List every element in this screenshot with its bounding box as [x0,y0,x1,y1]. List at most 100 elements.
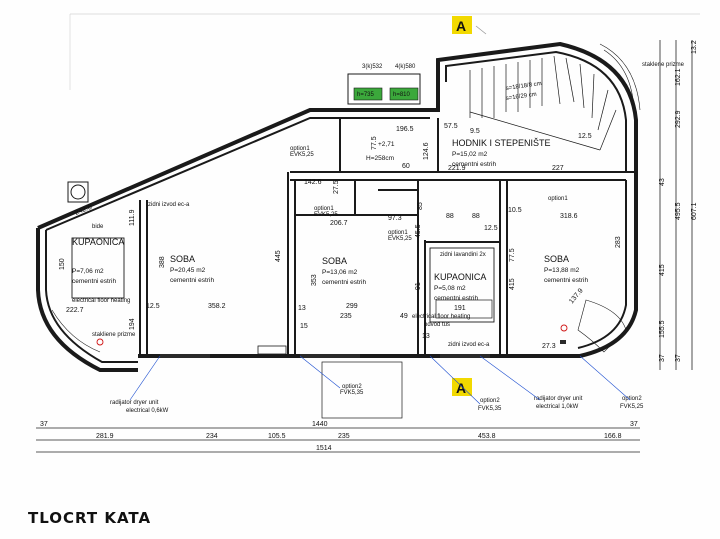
bath-fixtures [67,181,495,323]
svg-text:88: 88 [472,213,480,220]
radiator-strips [160,340,566,358]
drawing-title: TLOCRT KATA [28,509,152,527]
room-soba-1: SOBA P=20,45 m2 cementni estrih [170,254,214,284]
svg-text:415: 415 [659,264,666,276]
svg-text:150: 150 [59,258,66,270]
paper-frame [69,13,700,90]
note-izvod-2: zidni izvod ec-a [448,342,490,348]
section-marker-top: A [452,16,487,35]
svg-text:37: 37 [630,421,638,428]
svg-text:57.5: 57.5 [444,123,458,130]
note-radiator-1b: electrical 0,6kW [126,408,169,414]
bottom-dimension-chain: 37 1440 37 281.9 234 105.5 235 453.8 166… [36,421,640,453]
svg-text:162.1: 162.1 [675,68,682,86]
svg-text:cementni estrih: cementni estrih [322,279,366,286]
svg-text:37: 37 [40,421,48,428]
svg-text:88: 88 [446,213,454,220]
svg-text:445: 445 [275,250,282,262]
svg-text:A: A [456,380,466,396]
svg-text:43: 43 [659,178,666,186]
staircase-treads [469,55,617,151]
svg-text:358.2: 358.2 [208,303,226,310]
svg-text:KUPAONICA: KUPAONICA [72,237,124,247]
svg-text:191: 191 [454,305,466,312]
svg-text:9.5: 9.5 [470,128,480,135]
svg-text:FVK5,25: FVK5,25 [620,404,644,410]
svg-text:P=15,02 m2: P=15,02 m2 [452,151,488,158]
svg-text:60: 60 [402,163,410,170]
svg-text:EVK5,25: EVK5,25 [314,212,338,218]
svg-text:+2,71: +2,71 [378,141,395,148]
svg-text:235: 235 [338,433,350,440]
svg-text:SOBA: SOBA [322,256,347,266]
note-izvod-1: zidni izvod ec-a [148,202,190,208]
svg-text:221.9: 221.9 [448,165,466,172]
svg-text:281.9: 281.9 [96,433,114,440]
svg-text:105.5: 105.5 [268,433,286,440]
svg-text:option1: option1 [314,206,334,212]
red-markers [96,324,568,346]
svg-text:cementni estrih: cementni estrih [452,161,496,168]
note-heating-2: electrical floor heating [412,314,470,320]
svg-text:196.5: 196.5 [396,126,414,133]
glass-prisms [51,43,641,353]
stair-label-1: s=18/18/8 cm [505,81,542,92]
room-soba-2: SOBA P=13,06 m2 cementni estrih [322,256,366,286]
svg-text:A: A [456,18,466,34]
svg-text:H=258cm: H=258cm [366,155,394,162]
terrace-outline [321,361,403,419]
svg-text:27.3: 27.3 [542,343,556,350]
svg-text:P=7,06 m2: P=7,06 m2 [72,268,104,275]
svg-text:HODNIK I STEPENIŠTE: HODNIK I STEPENIŠTE [452,138,551,148]
leader-lines [129,355,631,405]
svg-text:234: 234 [206,433,218,440]
svg-text:FVK5,35: FVK5,35 [478,406,502,412]
svg-text:607.1: 607.1 [691,202,698,220]
svg-text:12.5: 12.5 [146,303,160,310]
svg-text:292.9: 292.9 [675,110,682,128]
svg-text:222.7: 222.7 [66,307,84,314]
svg-text:206.7: 206.7 [330,220,348,227]
note-radiator-1: radijator dryer unit [110,400,159,406]
outer-walls [36,41,638,372]
top-box-b: 4(k)580 [395,64,416,70]
svg-text:option1: option1 [388,230,408,236]
note-stakl-2: staklene prizme [642,62,685,68]
right-dimension-chain: 292.9 495.5 607.1 162.1 415 155.5 37 37 … [659,40,698,370]
svg-text:1440: 1440 [312,421,328,428]
option-labels: option1 EVK5,25 option1 EVK5,25 option1 … [290,146,644,412]
svg-text:option2: option2 [622,396,642,402]
note-radiator-2b: electrical 1,0kW [536,404,579,410]
room-kupaonica-left: KUPAONICA P=7,06 m2 cementni estrih [72,237,124,285]
svg-text:142.6: 142.6 [304,179,322,186]
svg-text:P=13,88 m2: P=13,88 m2 [544,267,580,274]
room-hodnik: HODNIK I STEPENIŠTE P=15,02 m2 cementni … [452,138,551,168]
svg-text:27.5: 27.5 [333,180,340,194]
svg-text:EVK5,25: EVK5,25 [290,152,314,158]
svg-text:option1: option1 [290,146,310,152]
svg-text:495.5: 495.5 [675,202,682,220]
svg-text:option2: option2 [342,384,362,390]
top-box-a: 3(k)532 [362,64,383,70]
svg-text:EVK5,25: EVK5,25 [388,236,412,242]
svg-text:227: 227 [552,165,564,172]
svg-text:353: 353 [311,274,318,286]
svg-text:12.5: 12.5 [484,225,498,232]
svg-text:option1: option1 [548,196,568,202]
note-odvod: odvod tus [424,322,450,328]
note-radiator-2: radijator dryer unit [534,396,583,402]
stair-label-2: s=16/29 cm [505,92,537,102]
svg-text:cementni estrih: cementni estrih [72,278,116,285]
svg-text:FVK5,35: FVK5,35 [340,390,364,396]
svg-text:SOBA: SOBA [544,254,569,264]
room-kupaonica-right: KUPAONICA P=5,08 m2 cementni estrih [434,272,486,302]
svg-text:13: 13 [422,333,430,340]
svg-text:P=13,06 m2: P=13,06 m2 [322,269,358,276]
svg-text:12.5: 12.5 [578,133,592,140]
svg-text:453.8: 453.8 [478,433,496,440]
note-heating-1: electrical floor heating [72,298,130,304]
svg-text:SOBA: SOBA [170,254,195,264]
svg-text:KUPAONICA: KUPAONICA [434,272,486,282]
top-box-c: h=735 [357,92,375,98]
